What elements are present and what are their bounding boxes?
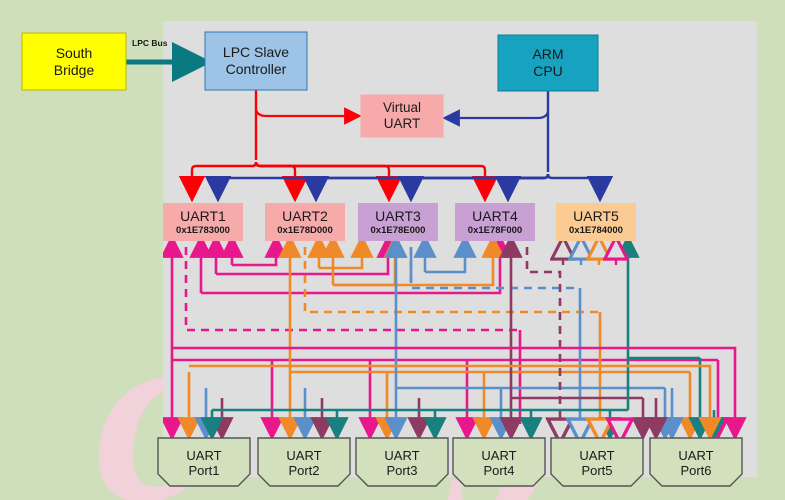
purple-port-drops bbox=[210, 398, 668, 441]
node-uart5[interactable] bbox=[556, 203, 636, 241]
node-uart4[interactable] bbox=[455, 203, 535, 241]
node-arm-cpu[interactable] bbox=[497, 34, 599, 92]
node-virtual-uart[interactable] bbox=[360, 94, 444, 138]
node-uart3[interactable] bbox=[358, 203, 438, 241]
uart5-routes bbox=[212, 234, 712, 441]
cpu-control-bus bbox=[204, 91, 614, 203]
node-uart-port5[interactable] bbox=[550, 437, 644, 487]
node-uart1[interactable] bbox=[163, 203, 243, 241]
lpc-bus-label: LPC Bus bbox=[132, 38, 168, 48]
node-uart-port4[interactable] bbox=[452, 437, 546, 487]
magenta-bottom-row bbox=[172, 346, 747, 441]
orange-bottom-row bbox=[189, 364, 722, 441]
lpc-to-virtual-uart bbox=[254, 107, 362, 125]
node-south-bridge[interactable] bbox=[21, 32, 127, 91]
uart4-routes bbox=[499, 234, 655, 441]
cpu-to-virtual-uart bbox=[442, 109, 550, 127]
wiring-layer bbox=[163, 90, 747, 441]
node-lpc-slave-controller[interactable] bbox=[204, 31, 308, 91]
uart5-virtual-stubs bbox=[563, 249, 616, 265]
port5-virtual-arrowheads bbox=[560, 424, 620, 430]
lpc-control-bus bbox=[178, 90, 499, 203]
uart2-virtual-route bbox=[303, 247, 600, 314]
node-uart-port1[interactable] bbox=[157, 437, 251, 487]
node-uart-port3[interactable] bbox=[355, 437, 449, 487]
node-uart-port2[interactable] bbox=[257, 437, 351, 487]
node-uart2[interactable] bbox=[265, 203, 345, 241]
node-uart-port6[interactable] bbox=[649, 437, 743, 487]
